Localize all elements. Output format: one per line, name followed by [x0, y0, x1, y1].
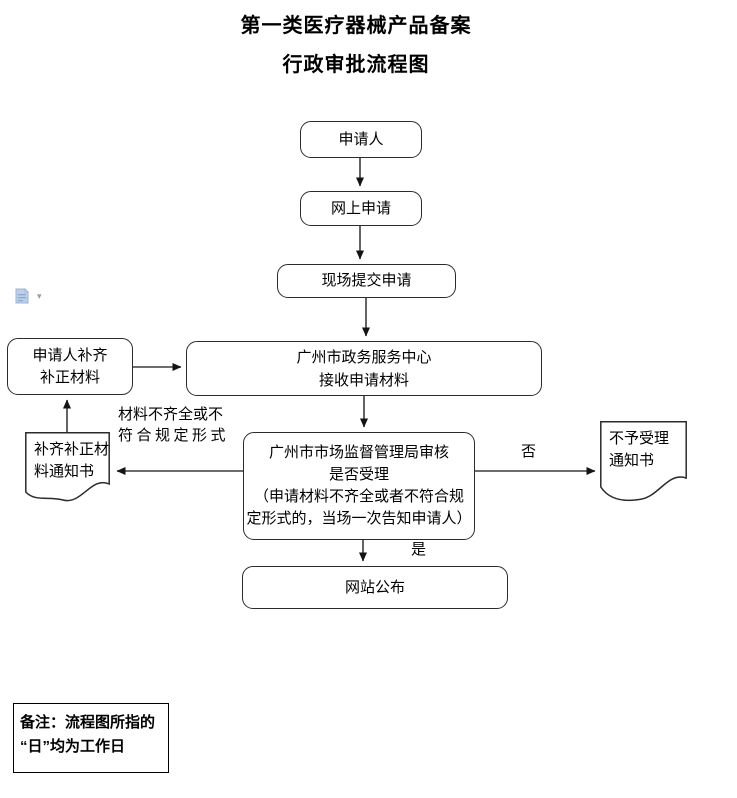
node-market-bureau-review: 广州市市场监督管理局审核 是否受理 （申请材料不齐全或者不符合规 定形式的，当场…: [243, 432, 475, 540]
node-onsite-label: 现场提交申请: [321, 272, 412, 289]
edge-label-no: 否: [521, 443, 537, 460]
node-review-label: 广州市市场监督管理局审核 是否受理 （申请材料不齐全或者不符合规 定形式的，当场…: [246, 444, 472, 527]
node-applicant-label: 申请人: [338, 130, 384, 148]
doc-rejection-notice: 不予受理 通知书: [600, 421, 687, 507]
node-center-label: 广州市政务服务中心 接收申请材料: [296, 348, 432, 389]
node-applicant-supplement: 申请人补齐 补正材料: [7, 338, 133, 395]
node-online-application: 网上申请: [300, 191, 422, 226]
paste-options-icon[interactable]: [12, 285, 34, 307]
page-title-line2: 行政审批流程图: [282, 54, 430, 76]
node-website-publish: 网站公布: [242, 566, 508, 609]
doc-supplement-notice: 补齐补正材 料通知书: [25, 432, 110, 507]
node-service-center: 广州市政务服务中心 接收申请材料: [186, 341, 542, 396]
node-supplement-label: 申请人补齐 补正材料: [32, 346, 108, 386]
edge-label-incomplete-line1: 材料不齐全或不: [118, 406, 224, 423]
page-title-line1: 第一类医疗器械产品备案: [240, 15, 472, 37]
doc-rejection-notice-label: 不予受理 通知书: [609, 430, 670, 469]
edge-label-yes: 是: [411, 541, 427, 558]
node-publish-label: 网站公布: [344, 578, 405, 596]
paste-options-dropdown-icon[interactable]: ▾: [37, 291, 42, 301]
note-box: 备注：流程图所指的 “日”均为工作日: [13, 703, 169, 773]
document-shape-icon: [600, 421, 687, 502]
paste-options-button[interactable]: ▾: [12, 285, 48, 307]
edge-label-incomplete-line2: 符合规定形式: [118, 427, 230, 444]
node-applicant: 申请人: [300, 121, 422, 158]
node-onsite-submission: 现场提交申请: [277, 264, 456, 298]
doc-supplement-notice-label: 补齐补正材 料通知书: [34, 441, 110, 480]
document-shape-icon: [25, 432, 110, 502]
node-online-label: 网上申请: [330, 199, 391, 217]
edge-label-incomplete-materials: 材料不齐全或不 符合规定形式: [118, 404, 242, 446]
